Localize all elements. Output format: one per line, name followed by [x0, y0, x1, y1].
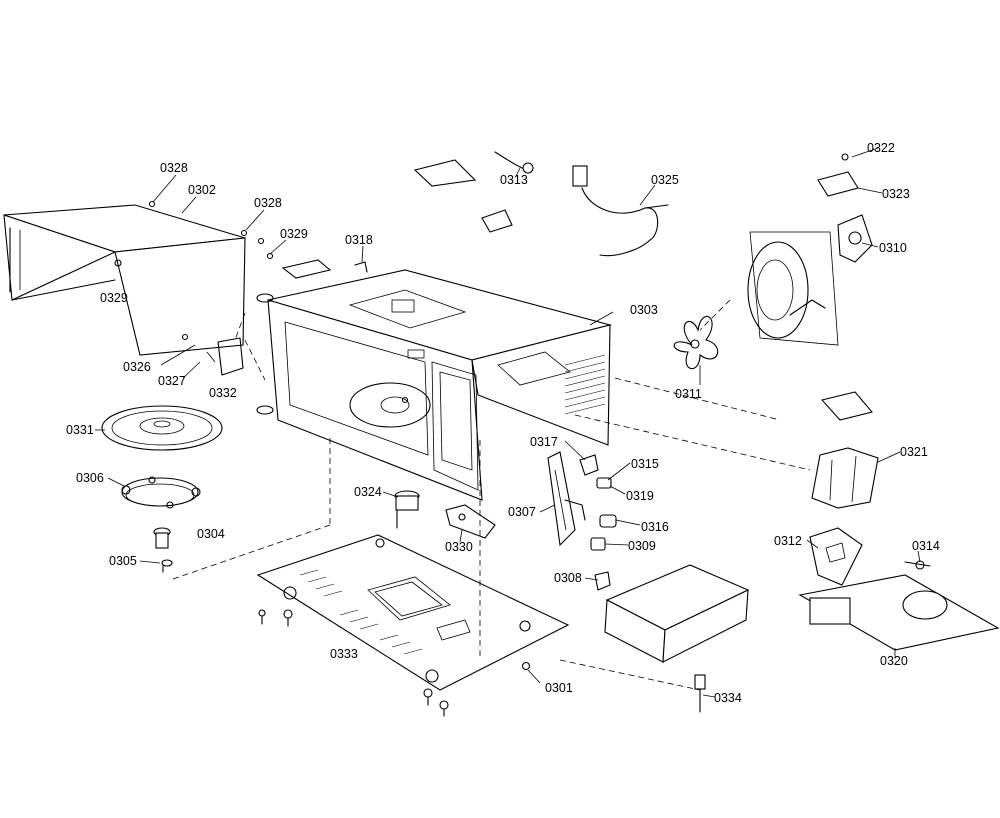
callout-0326: 0326 [123, 360, 151, 374]
callout-labels: 0328 0302 0328 0329 0318 0329 0326 0327 … [66, 141, 940, 705]
power-cord-part [572, 165, 669, 257]
callout-0317: 0317 [530, 435, 558, 449]
assembly-lines [169, 299, 811, 691]
callout-0329-top: 0329 [280, 227, 308, 241]
callout-0301: 0301 [545, 681, 573, 695]
oven-cavity-assembly [256, 269, 613, 501]
callout-0308: 0308 [554, 571, 582, 585]
switch-parts [579, 454, 617, 591]
ground-terminal-part [694, 674, 706, 713]
callout-0307: 0307 [508, 505, 536, 519]
fan-motor-part [837, 214, 873, 263]
callout-0310: 0310 [879, 241, 907, 255]
callout-0330: 0330 [445, 540, 473, 554]
callout-0325: 0325 [651, 173, 679, 187]
callout-0306: 0306 [76, 471, 104, 485]
callout-0323: 0323 [882, 187, 910, 201]
waveguide-cover-part [206, 337, 244, 376]
callout-0324: 0324 [354, 485, 382, 499]
thermal-cutout-part [817, 153, 859, 197]
coupler-part [153, 527, 173, 573]
callout-0332: 0332 [209, 386, 237, 400]
bracket-0330-part [445, 504, 496, 539]
diode-part [904, 560, 931, 570]
latch-board-part [547, 451, 586, 547]
control-board-part [798, 574, 1000, 651]
callout-0302: 0302 [188, 183, 216, 197]
capacitor-part [809, 527, 863, 586]
callout-0328-right: 0328 [254, 196, 282, 210]
callout-0322: 0322 [867, 141, 895, 155]
fan-blade-part [673, 316, 719, 370]
callout-0314: 0314 [912, 539, 940, 553]
base-plate-part [256, 534, 570, 691]
leader-lines [95, 147, 921, 698]
callout-0321: 0321 [900, 445, 928, 459]
base-screw-parts [258, 609, 531, 717]
callout-0313: 0313 [500, 173, 528, 187]
callout-0311: 0311 [675, 387, 702, 401]
callout-0333: 0333 [330, 647, 358, 661]
callout-0334: 0334 [714, 691, 742, 705]
magnetron-part [604, 564, 750, 663]
callout-0329-left: 0329 [100, 291, 128, 305]
callout-0318: 0318 [345, 233, 373, 247]
callout-0319: 0319 [626, 489, 654, 503]
callout-0309: 0309 [628, 539, 656, 553]
callout-0315: 0315 [631, 457, 659, 471]
callout-0316: 0316 [641, 520, 669, 534]
turntable-tray-part [101, 405, 223, 451]
fan-shroud-part [747, 231, 839, 346]
callout-0331: 0331 [66, 423, 94, 437]
roller-ring-part [121, 476, 201, 509]
outer-cabinet-part [3, 200, 274, 356]
transformer-part [811, 391, 879, 509]
callout-0305: 0305 [109, 554, 137, 568]
callout-0312: 0312 [774, 534, 802, 548]
callout-0328-top: 0328 [160, 161, 188, 175]
callout-0320: 0320 [880, 654, 908, 668]
turntable-motor-part [394, 490, 420, 529]
callout-0303: 0303 [630, 303, 658, 317]
top-small-parts [281, 151, 534, 279]
callout-0327: 0327 [158, 374, 186, 388]
callout-0304: 0304 [197, 527, 225, 541]
